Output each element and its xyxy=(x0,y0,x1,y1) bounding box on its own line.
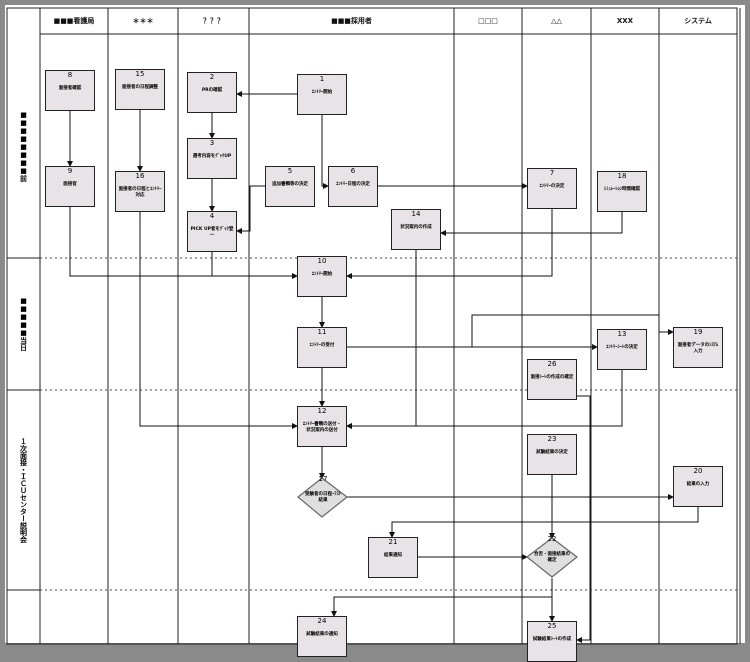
process-step-3[interactable]: 3 選考内容をｸﾞｯｸUP xyxy=(187,138,237,179)
process-step-16[interactable]: 16 面接者の日程とｴﾝﾄﾘｰ対応 xyxy=(115,171,165,212)
step-number: 14 xyxy=(411,210,421,218)
step-text: 選考内容をｸﾞｯｸUP xyxy=(192,154,232,159)
decision-step-17[interactable]: 17 受験者の日程ｰﾃｽﾄ結果 xyxy=(298,475,348,518)
column-header-2: ＊＊＊ xyxy=(132,17,154,25)
step-number: 20 xyxy=(693,467,703,475)
step-number: 17 xyxy=(318,475,328,483)
step-text: 面接者データのｼｽﾃﾑ入力 xyxy=(677,343,719,354)
process-step-26[interactable]: 26 面接ｼｰﾄの作成の確定 xyxy=(527,359,577,400)
step-text: 面接者の日程とｴﾝﾄﾘｰ対応 xyxy=(118,187,162,198)
column-header-6: △△ xyxy=(551,17,562,25)
step-number: 23 xyxy=(547,435,557,443)
step-number: 16 xyxy=(135,172,145,180)
step-text: 結果通知 xyxy=(384,553,402,558)
step-number: 24 xyxy=(317,617,327,625)
column-header-3: ？？？ xyxy=(203,17,224,25)
decision-step-22[interactable]: 22 合否・面接結果の確定 xyxy=(527,535,577,578)
column-header-5: □□□ xyxy=(478,17,498,25)
step-text: 受験者の日程ｰﾃｽﾄ結果 xyxy=(305,492,341,503)
step-text: PICK UP者をｸﾞｯｸ登一 xyxy=(190,227,234,238)
connectors xyxy=(67,91,699,643)
step-text: 面接ｼｰﾄの作成の確定 xyxy=(530,375,574,380)
row-label-text: １次面接・ＩＣＵセンター説明会 xyxy=(19,437,28,543)
step-number: 1 xyxy=(319,75,325,83)
step-text: ｼﾐｭﾚｰｼｮﾝ時間確認 xyxy=(604,187,640,192)
step-text: 結果の入力 xyxy=(686,482,710,487)
process-step-18[interactable]: 18 ｼﾐｭﾚｰｼｮﾝ時間確認 xyxy=(597,171,647,212)
step-number: 3 xyxy=(209,139,215,147)
step-text: PRの確認 xyxy=(201,88,223,93)
process-step-21[interactable]: 21 結果通知 xyxy=(368,537,418,578)
step-number: 15 xyxy=(135,70,145,78)
step-number: 9 xyxy=(67,167,73,175)
step-number: 2 xyxy=(209,73,215,81)
step-text: 面接官 xyxy=(63,182,77,187)
step-text: 試験結果の通知 xyxy=(306,632,338,637)
process-step-7[interactable]: 7 ｴﾝﾄﾘｰの決定 xyxy=(527,168,577,209)
process-step-8[interactable]: 8 面接者確認 xyxy=(45,70,95,111)
process-step-5[interactable]: 5 追加書類等の決定 xyxy=(265,166,315,207)
process-step-10[interactable]: 10 ｴﾝﾄﾘｰ開始 xyxy=(297,256,347,297)
step-text: 合否・面接結果の確定 xyxy=(534,552,570,563)
step-text: 試験結果の決定 xyxy=(536,450,568,455)
row-label-text: ■■■■■■■■前 xyxy=(19,110,28,182)
row-label-2: ■■■■■当日 xyxy=(7,258,40,390)
diagram-lines xyxy=(6,7,741,645)
step-text: ｴﾝﾄﾘｰｼｰﾄの決定 xyxy=(606,345,638,350)
process-step-20[interactable]: 20 結果の入力 xyxy=(673,466,723,507)
step-text: ｴﾝﾄﾘｰ開始 xyxy=(311,90,333,95)
step-number: 22 xyxy=(547,535,557,543)
step-text: ｴﾝﾄﾘｰの受付 xyxy=(309,343,335,348)
step-text: 追加書類等の決定 xyxy=(272,182,308,187)
step-number: 4 xyxy=(209,212,215,220)
column-header-1: ■■■看護局 xyxy=(53,17,95,25)
step-text: ｴﾝﾄﾘｰ書類の送付・ 状況案内の送付 xyxy=(302,422,342,433)
process-step-23[interactable]: 23 試験結果の決定 xyxy=(527,434,577,475)
step-number: 8 xyxy=(67,71,73,79)
step-text: 試験結果ｼｰﾄの作成 xyxy=(532,637,572,642)
swimlane-canvas xyxy=(5,5,745,643)
step-number: 11 xyxy=(317,328,327,336)
step-number: 13 xyxy=(617,330,627,338)
step-text: 面接者の日程調整 xyxy=(122,85,158,90)
row-label-1: ■■■■■■■■前 xyxy=(7,34,40,258)
step-number: 21 xyxy=(388,538,398,546)
decision-shapes xyxy=(297,477,578,578)
step-text: 状況案内の作成 xyxy=(400,225,432,230)
process-step-12[interactable]: 12 ｴﾝﾄﾘｰ書類の送付・ 状況案内の送付 xyxy=(297,406,347,447)
process-step-25[interactable]: 25 試験結果ｼｰﾄの作成 xyxy=(527,621,577,662)
step-number: 10 xyxy=(317,257,327,265)
step-number: 25 xyxy=(547,622,557,630)
process-step-14[interactable]: 14 状況案内の作成 xyxy=(391,209,441,250)
column-header-8: システム xyxy=(684,17,712,25)
step-number: 12 xyxy=(317,407,327,415)
step-number: 18 xyxy=(617,172,627,180)
step-text: ｴﾝﾄﾘｰの決定 xyxy=(539,184,565,189)
process-step-24[interactable]: 24 試験結果の通知 xyxy=(297,616,347,657)
process-step-13[interactable]: 13 ｴﾝﾄﾘｰｼｰﾄの決定 xyxy=(597,329,647,370)
row-separators xyxy=(40,257,737,591)
step-number: 7 xyxy=(549,169,555,177)
process-step-15[interactable]: 15 面接者の日程調整 xyxy=(115,69,165,110)
column-header-4: ■■■採用者 xyxy=(331,17,372,25)
process-step-19[interactable]: 19 面接者データのｼｽﾃﾑ入力 xyxy=(673,327,723,368)
step-text: ｴﾝﾄﾘｰ日程の決定 xyxy=(336,182,370,187)
process-step-6[interactable]: 6 ｴﾝﾄﾘｰ日程の決定 xyxy=(328,166,378,207)
row-label-text: ■■■■■当日 xyxy=(19,297,28,351)
row-label-3: １次面接・ＩＣＵセンター説明会 xyxy=(7,390,40,590)
step-text: ｴﾝﾄﾘｰ開始 xyxy=(311,272,333,277)
step-text: 面接者確認 xyxy=(58,86,82,91)
step-number: 5 xyxy=(287,167,293,175)
column-header-7: XXX xyxy=(616,17,634,25)
step-number: 26 xyxy=(547,360,557,368)
process-step-9[interactable]: 9 面接官 xyxy=(45,166,95,207)
step-number: 19 xyxy=(693,328,703,336)
process-step-11[interactable]: 11 ｴﾝﾄﾘｰの受付 xyxy=(297,327,347,368)
step-number: 6 xyxy=(350,167,356,175)
process-step-1[interactable]: 1 ｴﾝﾄﾘｰ開始 xyxy=(297,74,347,115)
